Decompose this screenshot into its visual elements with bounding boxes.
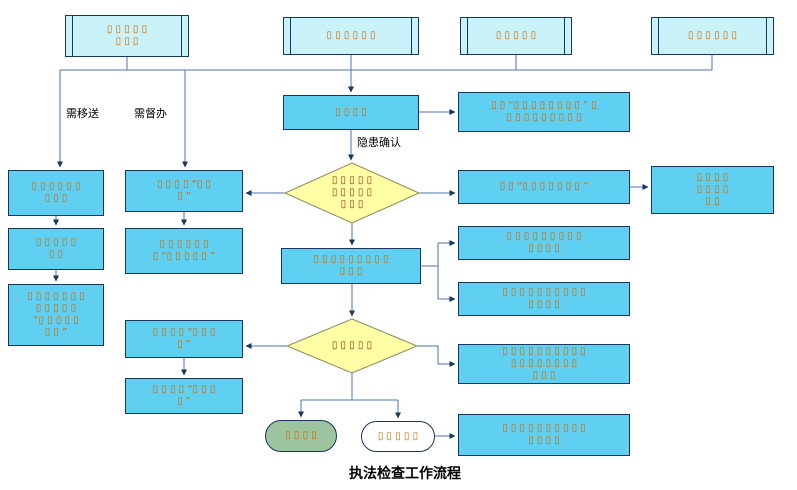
center-process-node: ▯ ▯ ▯ ▯ ▯ ▯ ▯ ▯ ▯▯ ▯ ▯ xyxy=(281,248,421,284)
right-process-node-3: ▯ ▯ ▯ ▯ ▯ ▯ ▯ ▯ ▯▯ ▯ ▯ ▯ xyxy=(458,226,630,260)
source-node-4: ▯ ▯ ▯ ▯ ▯ ▯ xyxy=(651,17,774,55)
right-process-node-4: ▯ ▯ ▯ ▯ ▯ ▯ ▯ ▯ ▯ ▯▯ ▯ ▯ ▯ xyxy=(458,282,630,316)
terminator-green: ▯ ▯ ▯ ▯ xyxy=(265,420,337,452)
left-process-node-3: ▯ ▯ ▯ ▯ ▯ ▯ ▯▯ ▯ ▯ ▯ ▯“▯ ▯ ▯ ▯ ▯▯ ▯ ” xyxy=(8,284,104,346)
decision-2-text: ▯ ▯ ▯ ▯ ▯ xyxy=(331,340,373,351)
source-node-3: ▯ ▯ ▯ ▯ ▯ xyxy=(460,17,572,55)
source-node-1: ▯ ▯ ▯ ▯ ▯▯ ▯ ▯ xyxy=(65,15,189,57)
accept-registration-node: ▯ ▯ ▯ ▯ xyxy=(283,95,419,130)
left-process-node-2: ▯ ▯ ▯ ▯ ▯▯ ▯ xyxy=(8,228,104,270)
col2-process-node-2: ▯ ▯ ▯ ▯ ▯ ▯▯ “▯ ▯ ▯ ▯ ▯ ” xyxy=(125,228,243,274)
far-right-process-node: ▯ ▯ ▯ ▯▯ ▯ ▯ ▯▯ ▯ xyxy=(651,166,774,214)
decision-1-text: ▯ ▯ ▯ ▯ ▯▯ ▯ ▯ ▯ ▯▯ ▯ ▯ xyxy=(331,175,373,210)
diagram-title: 执法检查工作流程 xyxy=(349,466,461,482)
right-process-node-6: ▯ ▯ ▯ ▯ ▯ ▯ ▯ ▯ ▯ ▯▯ ▯ ▯ ▯ xyxy=(458,414,630,456)
source-node-2: ▯ ▯ ▯ ▯ ▯ ▯ xyxy=(283,17,419,55)
left-process-node-1: ▯ ▯ ▯ ▯ ▯ ▯▯ ▯ ▯ xyxy=(8,170,104,216)
right-process-node-2: ▯ ▯ “▯ ▯ ▯ ▯ ▯ ▯ ▯ ” xyxy=(458,170,630,204)
col2-process-node-3: ▯ ▯ ▯ ▯ “▯ ▯ ▯▯ ” xyxy=(125,320,243,358)
branch-label-supervise: 需督办 xyxy=(134,107,167,120)
right-process-node-5: ▯ ▯ ▯ ▯ ▯ ▯ ▯ ▯ ▯ ▯▯ ▯ ▯ ▯ ▯ ▯ ▯ ▯▯ ▯ ▯ xyxy=(458,344,630,384)
terminator-white: ▯ ▯ ▯ ▯ ▯ xyxy=(361,421,435,452)
branch-label-hazard-confirm: 隐患确认 xyxy=(357,136,401,149)
branch-label-transfer: 需移送 xyxy=(66,107,99,120)
col2-process-node-4: ▯ ▯ ▯ ▯ “▯ ▯ ▯▯ ” xyxy=(125,378,243,414)
right-process-node-1: ▯ ▯ “▯ ▯ ▯ ▯ ▯ ▯ ▯ ▯ ” ▯▯ ▯ ▯ ▯ ▯ ▯ ▯ ▯ … xyxy=(458,92,630,132)
col2-process-node-1: ▯ ▯ ▯ ▯ “▯ ▯▯ ” xyxy=(125,170,243,212)
